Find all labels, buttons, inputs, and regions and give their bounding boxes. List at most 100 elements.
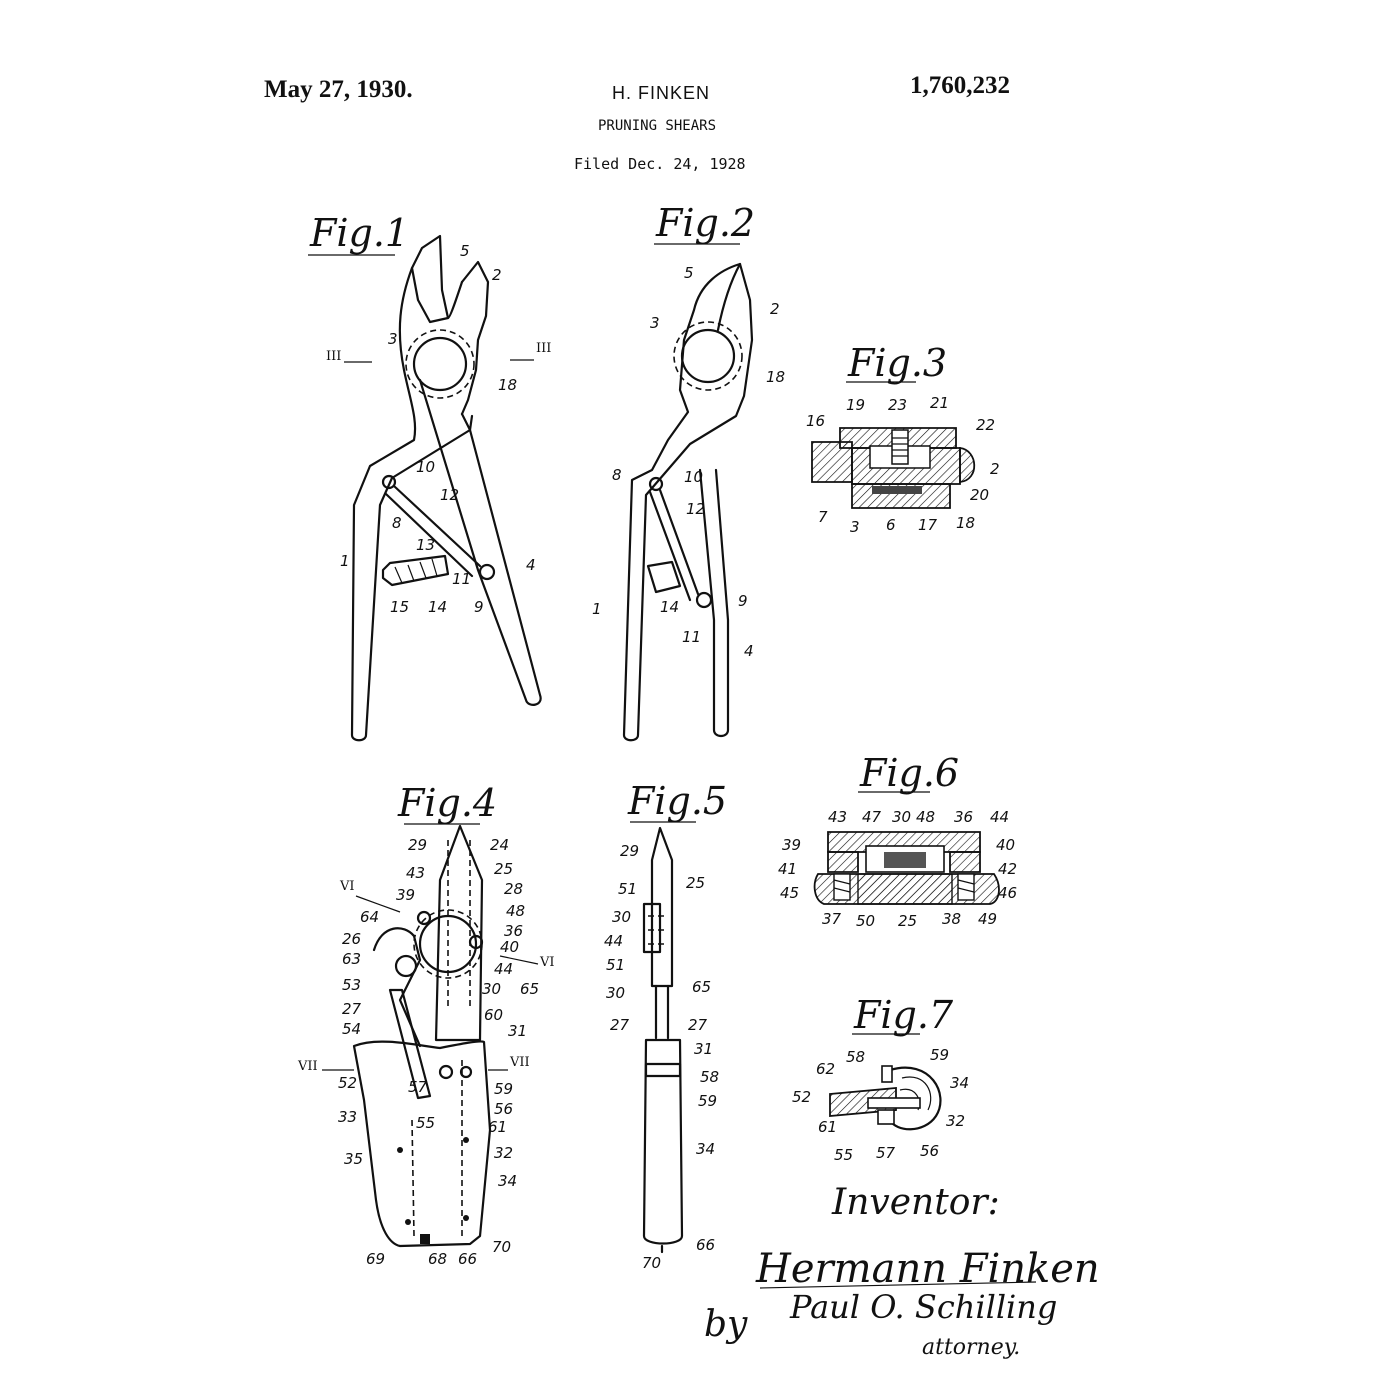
fig6-screw-left: [833, 873, 851, 901]
fig7-ring-34: [888, 1066, 942, 1131]
fig1-blade: [410, 234, 450, 324]
fig2-link-12: [648, 488, 700, 602]
fig1-label: Fig.1: [309, 211, 409, 255]
fig1-joint-11: [478, 563, 496, 581]
fig5-ref: 27: [688, 1016, 708, 1034]
fig4-handle-body: [352, 1040, 492, 1248]
fig4-ref: 26: [342, 930, 361, 948]
figure-2: Fig.2 5 2 3 18 8 10 12 14 1 9 11 4: [592, 201, 785, 742]
fig6-insert: [884, 852, 926, 868]
fig1-pivot-dashed: [405, 329, 475, 399]
fig7-ref: 52: [792, 1088, 811, 1106]
fig4-ref: 43: [406, 864, 425, 882]
fig1-spring: [381, 554, 450, 587]
fig1-spring-coils: [394, 558, 438, 584]
fig6-screw-threads: [833, 879, 975, 893]
fig4-ref: 32: [494, 1144, 513, 1162]
fig2-ref: 9: [738, 592, 748, 610]
fig3-ref: 3: [850, 518, 860, 536]
fig1-pivot: [412, 336, 468, 392]
fig6-side-blocks: [827, 851, 981, 873]
figure-3: Fig.3 19 23 21 22 16 2 20 7 3 6 17 18: [806, 341, 1000, 536]
fig1-link-12: [384, 484, 482, 578]
fig2-ref: 12: [686, 500, 705, 518]
fig4-ref: 65: [520, 980, 539, 998]
fig5-shank: [654, 984, 670, 1040]
fig4-ref: 28: [504, 880, 523, 898]
fig4-blade: [434, 824, 484, 1042]
inventor-header: H. FINKEN: [612, 83, 711, 103]
fig4-ref: 33: [338, 1108, 357, 1126]
fig3-right-cap: [959, 446, 976, 483]
fig7-nut-57: [877, 1109, 895, 1125]
figure-5: Fig.5 29 25 51 30 44 51 30 65 27 27 31 5…: [604, 779, 727, 1272]
fig4-label: Fig.4: [397, 781, 497, 825]
fig5-collar: [644, 1062, 682, 1078]
fig1-ref: 11: [452, 570, 471, 588]
fig7-ref: 61: [818, 1118, 837, 1136]
figure-6: Fig.6 43 47 30 48 36 44 39 40 41 42 45 4…: [778, 751, 1017, 930]
fig7-label: Fig.7: [853, 993, 954, 1037]
fig2-ref: 3: [650, 314, 660, 332]
fig4-rivet: [405, 1219, 411, 1225]
fig4-ref: 68: [428, 1250, 447, 1268]
fig3-ref: 2: [990, 460, 1000, 478]
figure-4: Fig.4 VI VI VII: [297, 781, 555, 1268]
fig1-ref: 12: [440, 486, 459, 504]
fig5-ref: 66: [696, 1236, 715, 1254]
fig3-screw-threads: [892, 437, 908, 457]
fig4-ref: 66: [458, 1250, 477, 1268]
fig1-ref: 3: [388, 330, 398, 348]
fig1-ref: 13: [416, 536, 435, 554]
fig4-pin-57: [438, 1064, 454, 1080]
fig5-label: Fig.5: [627, 779, 727, 823]
fig6-ref: 46: [998, 884, 1017, 902]
fig1-ref: 9: [474, 598, 484, 616]
fig4-rivet: [397, 1147, 403, 1153]
attorney-label: attorney.: [922, 1335, 1020, 1360]
fig2-body: [622, 262, 754, 742]
fig5-ref: 30: [606, 984, 625, 1002]
fig6-label: Fig.6: [859, 751, 959, 795]
fig1-ref: 14: [428, 598, 447, 616]
fig6-ref: 43: [828, 808, 847, 826]
fig4-blade-dashed: [447, 840, 471, 1010]
inventor-signature: Hermann Finken: [755, 1246, 1100, 1292]
fig4-ref: 34: [498, 1172, 517, 1190]
fig5-blade: [650, 826, 674, 988]
fig2-ref: 18: [766, 368, 785, 386]
fig6-screw-right: [957, 873, 975, 901]
fig4-screw-40: [468, 934, 484, 950]
fig1-section-left: III: [326, 349, 341, 364]
fig2-ref: 10: [684, 468, 703, 486]
fig4-ref: 52: [338, 1074, 357, 1092]
filed-date: Filed Dec. 24, 1928: [574, 155, 746, 173]
fig2-blade-edge: [716, 262, 742, 332]
fig3-ref: 19: [846, 396, 865, 414]
fig4-rivet: [463, 1137, 469, 1143]
fig1-handle-1: [350, 266, 474, 742]
fig4-ref: 31: [508, 1022, 527, 1040]
fig4-stop-68: [420, 1234, 430, 1244]
fig1-ref: 5: [460, 242, 470, 260]
fig4-pivot: [418, 914, 478, 974]
fig4-ref: 44: [494, 960, 513, 978]
fig4-section-vii-right: VII: [509, 1055, 530, 1070]
fig5-ref: 31: [694, 1040, 713, 1058]
fig6-ref: 44: [990, 808, 1009, 826]
fig5-ref: 27: [610, 1016, 630, 1034]
fig6-ref: 42: [998, 860, 1017, 878]
fig1-ref: 1: [340, 552, 350, 570]
fig2-ref: 11: [682, 628, 701, 646]
fig5-ref: 51: [606, 956, 625, 974]
fig7-pin: [867, 1097, 921, 1109]
fig4-ref: 55: [416, 1114, 435, 1132]
fig6-ref: 47: [862, 808, 882, 826]
fig5-ref: 29: [620, 842, 639, 860]
fig5-ref: 65: [692, 978, 711, 996]
fig1-joint-10: [381, 474, 397, 490]
fig4-rod-54: [388, 988, 432, 1100]
fig4-ref: 48: [506, 902, 525, 920]
